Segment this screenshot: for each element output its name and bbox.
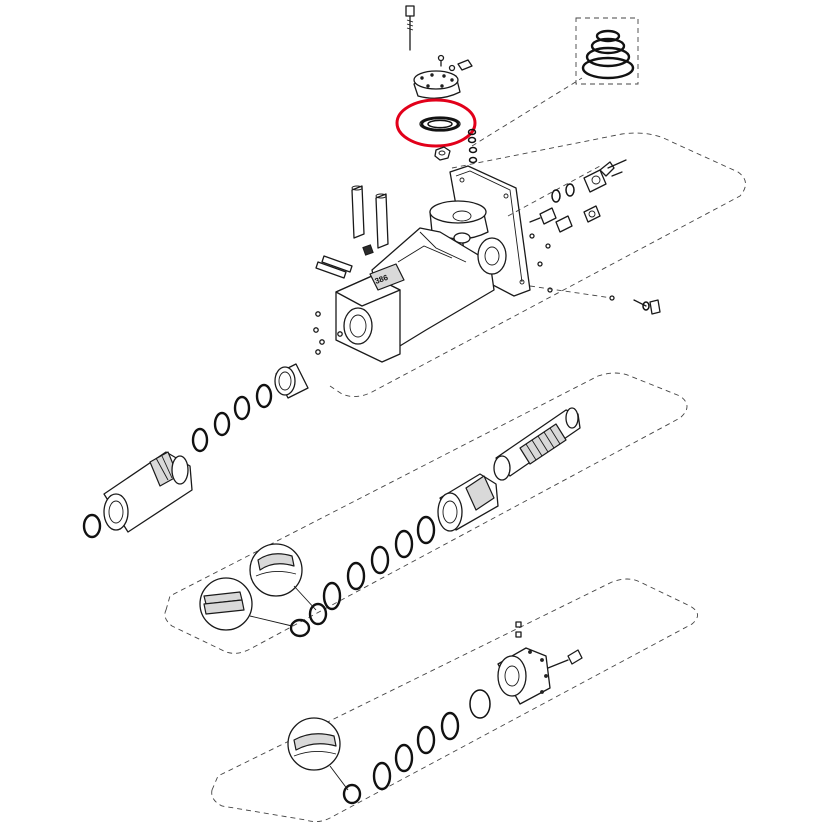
hub-screws-icon (515, 621, 583, 669)
small-screws-left-icon (313, 311, 343, 355)
top-cover-plate-icon (413, 70, 461, 99)
retaining-ring-upper-icon (82, 513, 102, 539)
leader-line-spring (471, 77, 583, 147)
pin-icon (351, 185, 389, 249)
seal-detail-bubble-upper (249, 543, 317, 611)
seal-detail-bubble-lower (199, 577, 293, 631)
seal-detail-bubble-bottom (287, 717, 349, 791)
cover-screw-icon (437, 54, 445, 67)
splined-sleeve-icon (103, 451, 193, 533)
coupling-icon (529, 205, 601, 233)
fitting-assembly-icon (507, 159, 627, 217)
spring-detail-box (575, 17, 639, 85)
cover-fitting-icon (448, 59, 473, 72)
group-outline-lower (211, 578, 698, 823)
small-washer-stack-icon (467, 128, 478, 164)
gearbox-housing-icon: 386 (335, 165, 531, 363)
spring-icon (581, 29, 635, 80)
body-marking-label: 386 (374, 273, 390, 286)
highlight-circle (395, 98, 477, 148)
o-ring-set-middle-icon (289, 515, 436, 638)
elbow-fitting-icon (633, 299, 661, 315)
hex-nut-icon (434, 146, 451, 161)
bearing-bushing-icon (274, 363, 309, 399)
group-outline-upper (329, 132, 746, 397)
o-ring-set-upper-icon (191, 383, 273, 453)
hub-flange-icon (497, 647, 551, 705)
o-ring-set-lower-icon (342, 689, 491, 805)
drive-shaft-icon (493, 407, 581, 481)
seal-ring-icon (419, 116, 461, 132)
dowel-pin-icon (315, 255, 353, 279)
group-outline-middle (164, 372, 688, 654)
side-screws-icon (529, 233, 615, 301)
shaft-gear-icon (437, 473, 499, 532)
top-bolt-icon (405, 5, 415, 51)
